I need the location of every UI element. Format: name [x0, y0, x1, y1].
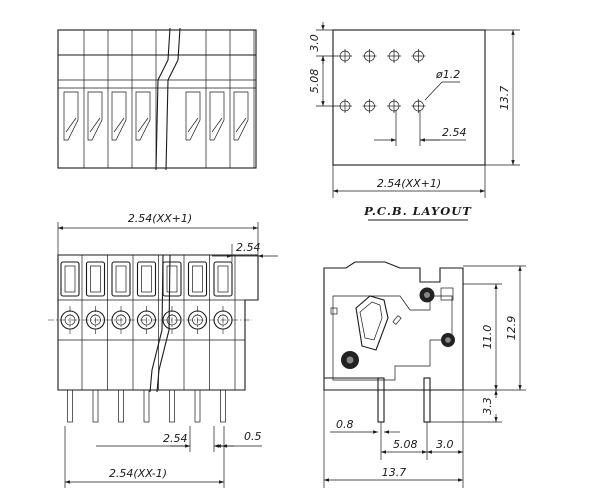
terminal-position — [187, 255, 210, 423]
dim-pcb-pitch: 2.54 — [442, 126, 467, 139]
dim-row-spacing: 5.08 — [308, 69, 321, 94]
dim-pin-to-edge: 3.0 — [436, 438, 454, 451]
dim-pin-pitch: 2.54 — [163, 432, 188, 445]
pcb-hole — [411, 49, 426, 63]
pcb-holes — [338, 49, 426, 113]
terminal-position — [60, 255, 83, 423]
dim-pin-protrusion: 3.3 — [481, 397, 494, 415]
pcb-hole — [387, 49, 401, 63]
dim-hole-diameter: ø1.2 — [435, 68, 460, 81]
contact-slot — [233, 30, 255, 168]
contact-slot — [209, 30, 231, 168]
dim-pcb-width: 2.54(XX+1) — [377, 177, 441, 190]
terminal-position — [111, 255, 134, 423]
dim-row-offset: 3.0 — [308, 34, 321, 52]
terminal-position — [136, 255, 159, 423]
dim-pin-width: 0.5 — [244, 430, 262, 443]
front-view: 2.54(XX+1) 2.54 2.54 0.5 2.54(XX-1) — [48, 212, 278, 488]
dim-pin-span: 2.54(XX-1) — [109, 467, 167, 480]
contact-slot — [63, 30, 85, 168]
dim-side-depth: 13.7 — [382, 466, 407, 479]
contact-slots — [63, 30, 255, 168]
pcb-layout-title: P.C.B. LAYOUT — [363, 204, 472, 218]
terminal-position — [213, 255, 236, 423]
terminal-position — [162, 255, 185, 423]
pcb-hole — [338, 49, 352, 63]
pcb-hole — [411, 99, 426, 113]
pcb-hole — [338, 99, 352, 113]
pcb-layout-view: 3.0 5.08 ø1.2 2.54 13.7 2.54(XX+1) P.C.B… — [308, 22, 520, 221]
dim-pin-thickness: 0.8 — [336, 418, 354, 431]
pcb-hole — [387, 99, 401, 113]
dim-front-width: 2.54(XX+1) — [128, 212, 192, 225]
top-view — [57, 27, 257, 171]
dim-end-offset: 2.54 — [236, 241, 261, 254]
pcb-hole — [362, 49, 377, 63]
terminal-position — [85, 255, 108, 423]
side-view: 11.0 12.9 3.3 0.8 5.08 3.0 13.7 — [323, 261, 526, 488]
dim-total-height: 12.9 — [505, 316, 518, 341]
dim-pcb-height: 13.7 — [498, 86, 511, 111]
contact-slot — [111, 30, 133, 168]
front-positions — [60, 255, 236, 423]
contact-slot — [185, 30, 207, 168]
dim-pin-spacing: 5.08 — [393, 438, 418, 451]
pcb-hole — [362, 99, 377, 113]
contact-slot — [87, 30, 109, 168]
contact-slot — [135, 30, 157, 168]
dim-body-height: 11.0 — [481, 325, 494, 350]
